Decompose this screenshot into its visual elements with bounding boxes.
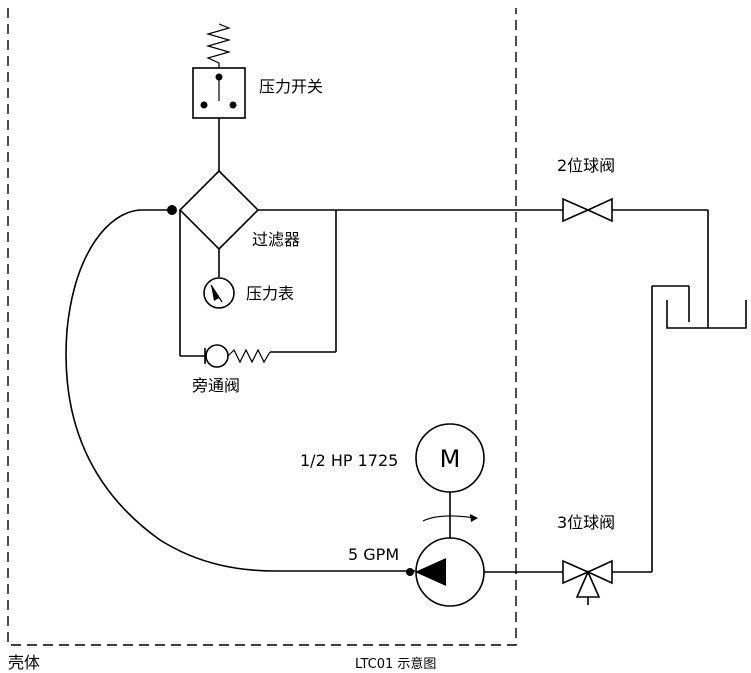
three-way-ball-valve-label: 3位球阀 xyxy=(557,513,615,532)
pressure-switch-label: 压力开关 xyxy=(259,77,323,96)
pump xyxy=(415,537,485,607)
housing-label: 壳体 xyxy=(8,653,40,672)
pump-flow-label: 5 GPM xyxy=(348,545,399,564)
bypass-valve-label: 旁通阀 xyxy=(192,376,240,395)
housing-boundary xyxy=(7,8,517,646)
filter xyxy=(178,169,260,251)
pressure-gauge xyxy=(203,277,235,309)
gauge-dial xyxy=(203,277,235,309)
switch-contact-right xyxy=(229,101,237,109)
spring-icon xyxy=(205,23,232,68)
filter-diamond xyxy=(178,169,260,251)
motor-symbol: M xyxy=(440,445,461,473)
pump-inlet-dot xyxy=(406,568,414,576)
motor-spec: 1/2 HP 1725 xyxy=(300,451,398,470)
reservoir-tank xyxy=(666,300,747,329)
pressure-switch xyxy=(192,23,246,119)
motor: M xyxy=(415,423,485,493)
filter-label: 过滤器 xyxy=(252,230,300,249)
check-ball xyxy=(205,344,229,368)
switch-contact-left xyxy=(200,101,208,109)
bypass-valve xyxy=(204,344,271,368)
three-way-ball-valve xyxy=(562,559,613,605)
pump-direction-icon xyxy=(415,558,446,586)
pressure-gauge-label: 压力表 xyxy=(246,284,294,303)
two-way-ball-valve-label: 2位球阀 xyxy=(557,156,615,175)
rotation-arrow-icon xyxy=(422,515,476,522)
caption: LTC01 示意图 xyxy=(355,656,436,672)
spring-icon xyxy=(227,348,271,364)
two-way-ball-valve xyxy=(562,197,613,223)
